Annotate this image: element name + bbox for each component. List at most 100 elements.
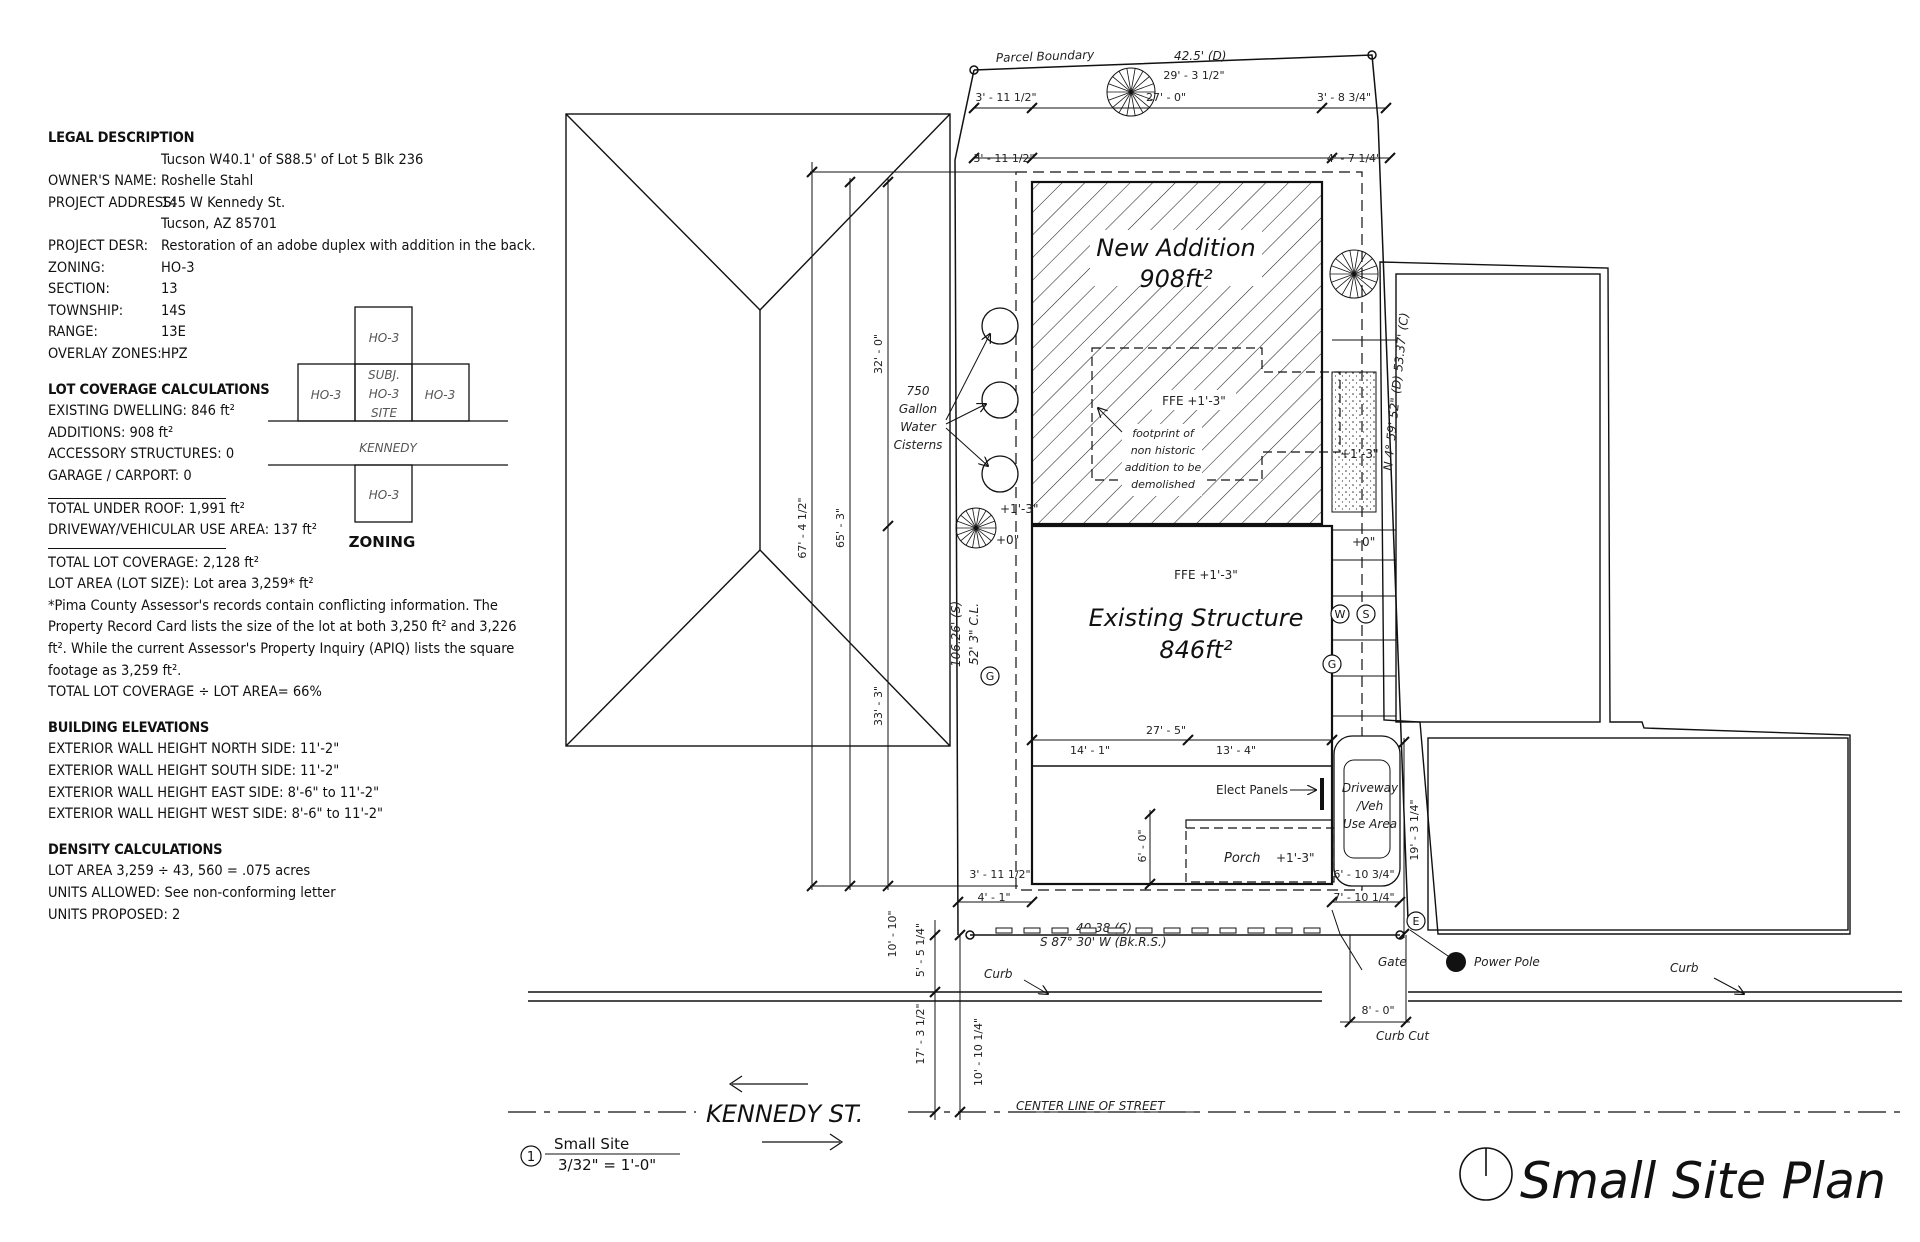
dim-8-0: 8' - 0" [1361,1004,1394,1017]
footprint-note-3: addition to be [1125,461,1202,474]
east-planter [1331,371,1377,513]
east-wall: EXTERIOR WALL HEIGHT EAST SIDE: 8'-6" to… [48,784,380,801]
legal-heading: LEGAL DESCRIPTION [48,130,195,146]
legal-row-key: PROJECT ADDRESS: [48,194,176,211]
view-name: Small Site [554,1135,629,1153]
dim-3-11b: 3' - 11 1/2" [973,152,1034,165]
elect-panels-label: Elect Panels [1216,783,1288,797]
legal-row: ZONING:HO-3 [48,258,548,280]
street-name: KENNEDY ST. [706,1100,863,1128]
existing-dwelling: EXISTING DWELLING: 846 ft² [48,403,235,420]
legal-description: Tucson W40.1' of S88.5' of Lot 5 Blk 236 [161,151,424,168]
driveway-label-1: Driveway [1342,781,1399,795]
dim-3-8: 3' - 8 3/4" [1317,91,1371,104]
new-addition-area: 908ft² [1139,265,1213,293]
legal-row: PROJECT ADDRESS:145 W Kennedy St. [48,193,548,215]
zoning-map [268,306,508,523]
driveway-area: DRIVEWAY/VEHICULAR USE AREA: 137 ft² [48,522,317,539]
cisterns-2: Gallon [899,402,937,416]
ffe-existing: FFE +1'-3" [1174,568,1238,582]
dim-65: 65' - 3" [834,508,847,548]
centerline-label: CENTER LINE OF STREET [1016,1099,1166,1113]
plus-zero-east: +0" [1352,535,1375,549]
units-allowed: UNITS ALLOWED: See non-conforming letter [48,885,336,901]
existing-area: 846ft² [1159,636,1233,664]
plus-zero-west: +0" [996,533,1019,547]
setback-line [1015,171,1363,891]
total-under-roof: TOTAL UNDER ROOF: 1,991 ft² [48,500,245,517]
elevations-heading: BUILDING ELEVATIONS [48,719,210,736]
dim-4-1: 4' - 1" [977,891,1010,904]
dim-3-11a: 3' - 11 1/2" [975,91,1036,104]
garage-carport: GARAGE / CARPORT: 0 [48,467,192,484]
zone-left: HO-3 [311,388,341,402]
dim-5-5: 5' - 5 1/4" [914,923,927,977]
water-cisterns [981,307,1019,493]
dim-4-7: 4' - 7 1/4" [1327,152,1381,165]
dim-14-1: 14' - 1" [1070,744,1110,757]
power-pole-label: Power Pole [1474,955,1540,969]
dimension-lines [810,107,1410,1120]
ffe-east: +1'-3" [1340,447,1378,461]
zone-center-2: HO-3 [369,387,399,401]
sheet-title-text: Small Site Plan [1520,1152,1886,1210]
view-number: 1 [527,1150,535,1165]
dim-32: 32' - 0" [872,334,885,374]
driveway-label-3: Use Area [1343,817,1397,831]
dim-33: 33' - 3" [872,686,885,726]
dim-19: 19' - 3 1/4" [1408,799,1421,860]
zone-bottom: HO-3 [369,488,399,502]
driveway-label-2: /Veh [1356,799,1384,813]
tree-dim: 29' - 3 1/2" [1163,69,1224,82]
dim-7-10: 7' - 10 1/4" [1333,891,1394,904]
sheet-title: Small Site Plan [1459,1147,1886,1210]
legal-row-value: 13E [161,324,186,341]
additions: ADDITIONS: 908 ft² [48,424,174,441]
east-boundary: N 4° 59' 52" (D) 53.37' (C) [1381,312,1412,471]
neighbor-roof [565,113,951,747]
traffic-arrows [728,1075,844,1151]
legal-row: RANGE: 13E [48,322,548,344]
gas-meter-east: G [1328,658,1337,671]
sewer-meter: S [1363,608,1370,621]
dim-27-5: 27' - 5" [1146,724,1186,737]
gas-meter-west: G [986,670,995,683]
dim-67: 67' - 4 1/2" [796,497,809,558]
curb-right-label: Curb [1670,961,1699,975]
legal-row: PROJECT DESR:Restoration of an adobe dup… [48,236,548,258]
curb-left-label: Curb [984,967,1013,981]
density-lot-area: LOT AREA 3,259 ÷ 43, 560 = .075 acres [48,863,311,880]
porch-ffe: +1'-3" [1276,851,1314,865]
accessory-structures: ACCESSORY STRUCTURES: 0 [48,446,235,463]
gate-label: Gate [1378,955,1407,969]
legal-row-key: OWNER'S NAME: [48,173,157,190]
dim-10-10a: 10' - 10" [886,910,899,957]
electric-meter: E [1413,915,1420,928]
legal-row-value: Tucson, AZ 85701 [161,216,278,233]
existing-structure-footprint [1030,524,1334,886]
lot-area: LOT AREA (LOT SIZE): Lot area 3,259* ft² [48,576,314,593]
legal-row: Tucson, AZ 85701 [48,214,548,236]
legal-row-value: 14S [161,302,186,319]
legal-row-key: RANGE: [48,324,98,341]
existing-label: Existing Structure [1089,604,1304,632]
dim-6-0: 6' - 0" [1136,829,1149,862]
west-boundary: 106.26' (S) [949,601,963,667]
zoning-caption: ZONING [349,533,416,551]
footprint-note-4: demolished [1131,478,1196,491]
legal-row-value: Restoration of an adobe duplex with addi… [161,237,536,254]
dim-3-11c: 3' - 11 1/2" [969,868,1030,881]
zone-street: KENNEDY [359,441,418,455]
neighbor-buildings [1379,261,1851,935]
parcel-boundary-label: Parcel Boundary [996,48,1096,65]
dim-10-10b: 10' - 10 1/4" [972,1018,985,1086]
west-boundary-cl: 52' 3" C.L. [967,603,981,665]
cisterns-3: Water [900,420,937,434]
dim-27-0: 27' - 0" [1146,91,1186,104]
driveway-car: Driveway /Veh Use Area [1333,735,1401,887]
legal-row-value: HO-3 [161,259,195,276]
coverage-ratio: TOTAL LOT COVERAGE ÷ LOT AREA= 66% [48,684,322,701]
